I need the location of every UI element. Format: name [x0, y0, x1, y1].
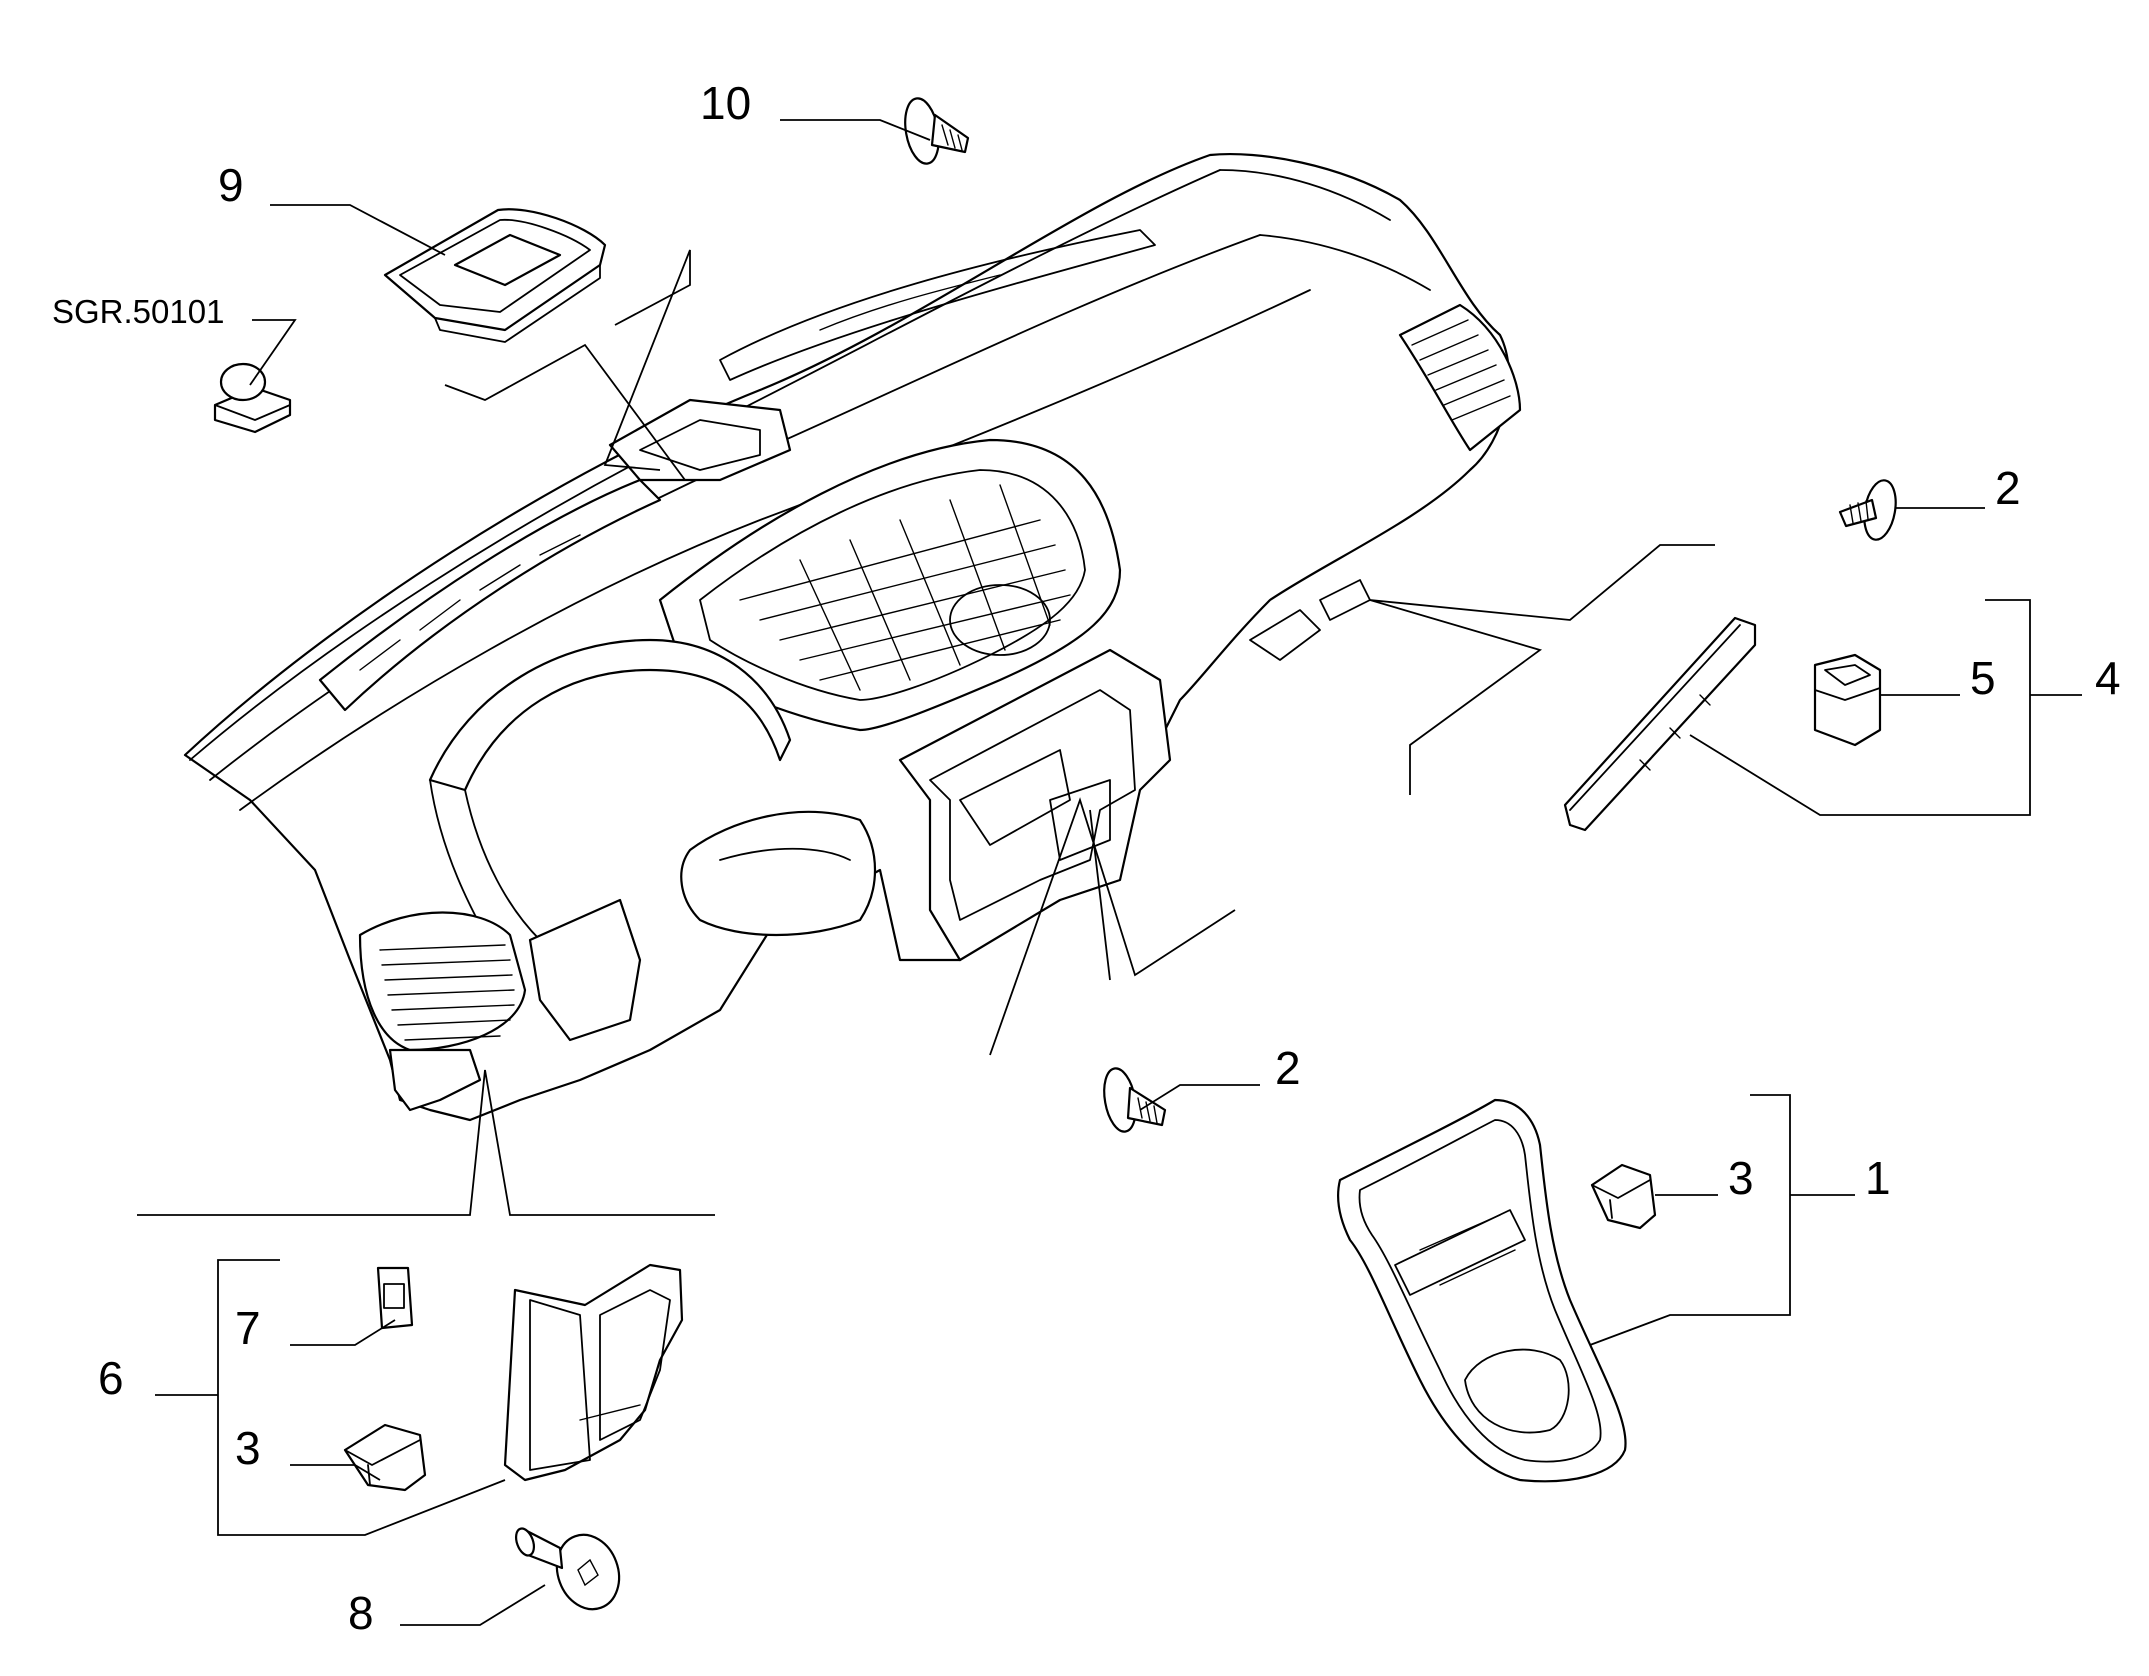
callout-4: 4	[2095, 652, 2121, 704]
console-trim-1	[1336, 1098, 1627, 1483]
bolt-8	[514, 1527, 621, 1611]
callout-7: 7	[235, 1302, 261, 1354]
clip-3-right	[1590, 1163, 1657, 1230]
side-trim-panel-6	[503, 1263, 684, 1482]
trim-strip-4	[1563, 616, 1757, 832]
callout-9: 9	[218, 159, 244, 211]
callout-2-mid: 2	[1275, 1042, 1301, 1094]
screw-2-top	[1838, 479, 1897, 541]
clip-3-left	[343, 1423, 427, 1492]
screw-10	[904, 97, 970, 165]
callout-8: 8	[348, 1587, 374, 1639]
sensor-sgr-50101	[213, 362, 292, 434]
callout-3-right: 3	[1728, 1152, 1754, 1204]
callout-10: 10	[700, 77, 752, 129]
clip-5	[1813, 653, 1882, 747]
airbag-cover-9	[383, 208, 607, 343]
callout-3-left: 3	[235, 1422, 261, 1474]
dashboard-assembly	[183, 152, 1522, 1122]
callout-sgr-50101: SGR.50101	[52, 293, 225, 330]
plate-7	[376, 1266, 414, 1330]
callout-1: 1	[1865, 1152, 1891, 1204]
leader-lines	[137, 119, 2082, 1626]
callout-6: 6	[98, 1352, 124, 1404]
callout-5: 5	[1970, 652, 1996, 704]
callout-2-top: 2	[1995, 462, 2021, 514]
